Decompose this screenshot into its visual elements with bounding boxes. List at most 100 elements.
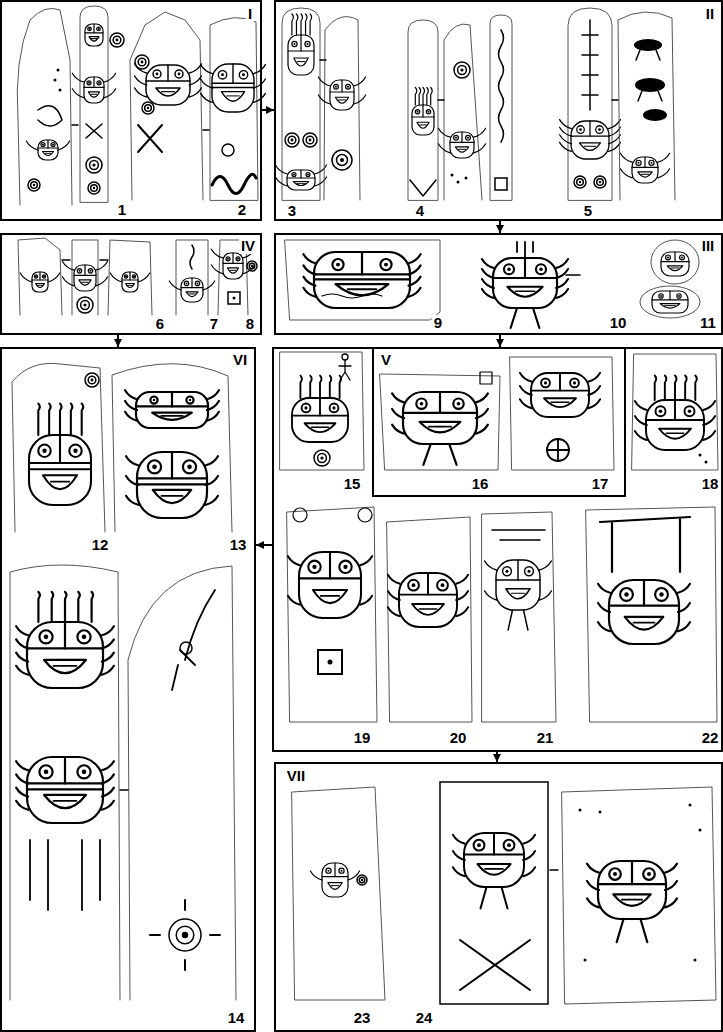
callout-number: 10: [608, 315, 629, 331]
face-mask: [136, 392, 208, 428]
engraved-circle: [453, 399, 463, 409]
engraved-circle: [570, 379, 579, 388]
engraved-circle: [305, 41, 310, 46]
engraved-circle: [138, 58, 146, 66]
engraving-line: [348, 288, 377, 290]
engraved-circle: [332, 406, 335, 409]
engraved-circle: [699, 829, 702, 832]
engraving-line: [49, 404, 51, 436]
engraved-circle: [44, 635, 49, 640]
face-mask: [85, 24, 103, 46]
engraving-line: [589, 121, 590, 136]
engraved-circle: [98, 28, 100, 30]
engraving-line: [16, 761, 28, 770]
engraved-circle: [647, 872, 651, 876]
engraving-line: [156, 88, 180, 96]
engraved-circle: [326, 868, 331, 873]
engraving-line: [517, 560, 518, 580]
engraved-circle: [620, 588, 633, 601]
engraved-circle: [91, 185, 98, 192]
engraving-line: [62, 259, 70, 261]
engraved-circle: [466, 135, 471, 140]
engraving-line: [388, 575, 400, 584]
face-mask: [632, 157, 658, 183]
engraved-circle: [609, 868, 621, 880]
engraved-circle: [113, 36, 121, 44]
engraved-circle: [541, 379, 550, 388]
callout-number: 17: [590, 476, 611, 492]
engraving-line: [171, 452, 173, 478]
engraved-circle: [82, 635, 87, 640]
engraving-line: [300, 170, 301, 178]
engraving-line: [79, 280, 91, 285]
engraved-circle: [428, 111, 430, 113]
engraved-circle: [357, 875, 367, 885]
engraving-line: [354, 77, 366, 86]
engraving-line: [38, 285, 43, 286]
engraved-circle: [116, 39, 119, 42]
callout-number: 18: [700, 476, 721, 492]
engraving-line: [419, 608, 436, 610]
engraving-line: [301, 14, 303, 35]
animal-figure: [634, 39, 662, 51]
engraved-circle: [125, 276, 127, 278]
engraving-line: [221, 92, 244, 102]
engraving-line: [632, 354, 718, 470]
engraved-circle: [187, 465, 192, 470]
engraving-line: [544, 398, 576, 407]
engraved-circle: [44, 770, 49, 775]
engraving-line: [176, 240, 208, 315]
engraving-line: [453, 867, 465, 876]
engraved-circle: [147, 107, 149, 109]
engraving-line: [456, 607, 468, 616]
engraving-line: [523, 867, 535, 876]
engraved-circle: [636, 160, 641, 165]
engraving-line: [152, 413, 192, 420]
panel-frame: V1617: [372, 347, 626, 497]
engraving-line: [584, 146, 595, 147]
engraving-line: [588, 386, 600, 395]
engraving-line: [703, 401, 715, 410]
engraving-line: [135, 88, 147, 97]
engraved-circle: [361, 879, 363, 881]
engraved-circle: [77, 630, 90, 643]
engraving-line: [617, 919, 648, 942]
engraved-circle: [87, 81, 91, 85]
engraved-circle: [33, 184, 35, 186]
engraving-line: [520, 386, 532, 395]
engraving-line: [162, 495, 183, 497]
engraving-line: [675, 376, 677, 401]
engraved-circle: [153, 399, 156, 402]
engraving-line: [556, 279, 568, 288]
engraved-circle: [666, 255, 671, 260]
callout-number: 2: [236, 202, 248, 218]
engraving-line: [212, 87, 254, 88]
engraved-circle: [180, 642, 192, 654]
engraving-line: [423, 444, 456, 465]
engraved-circle: [307, 174, 309, 176]
engraving-line: [16, 666, 28, 675]
engraved-circle: [156, 73, 159, 76]
engraving-line: [600, 517, 690, 572]
face-mask: [181, 278, 203, 302]
engraving-line: [666, 432, 683, 434]
engraved-circle: [337, 155, 348, 166]
engraving-line: [18, 238, 62, 315]
face-mask: [27, 622, 103, 688]
inset-frame: [440, 782, 548, 1004]
engraving-line: [335, 97, 348, 103]
engraving-line: [408, 20, 438, 200]
engraved-circle: [98, 82, 100, 84]
engraving-line: [58, 141, 70, 150]
engraved-circle: [598, 128, 601, 131]
engraving-line: [620, 169, 632, 178]
engraved-circle: [536, 264, 546, 274]
engraved-circle: [416, 399, 426, 409]
engraved-circle: [31, 182, 38, 189]
engraving-line: [65, 592, 67, 622]
engraved-circle: [677, 294, 681, 298]
engraved-circle: [292, 173, 296, 177]
engraving-line: [38, 106, 62, 126]
face-mask: [137, 452, 207, 518]
face-mask: [74, 265, 96, 291]
